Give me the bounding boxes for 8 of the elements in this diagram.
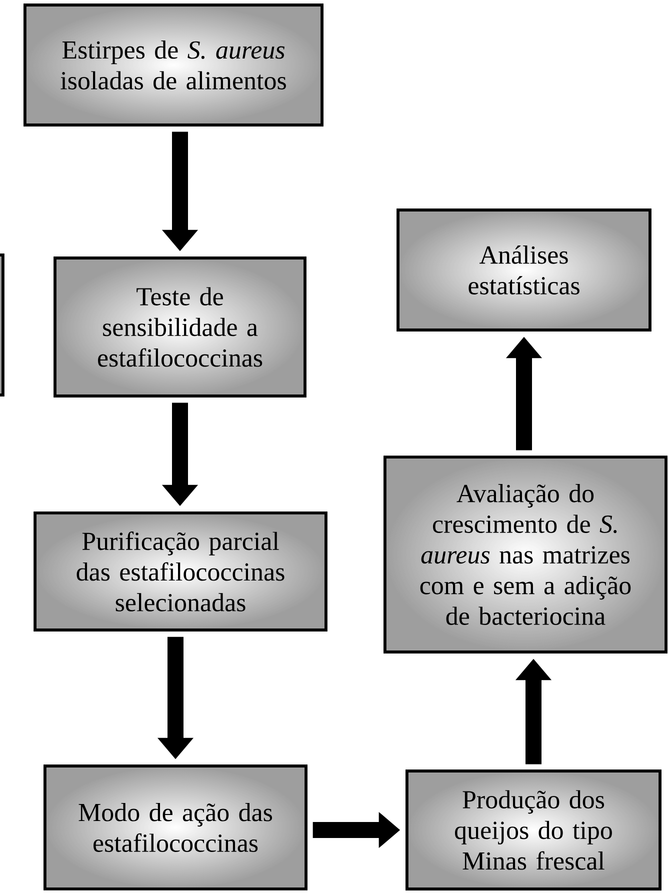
process-box: Teste de sensibilidade a estafilococcinas	[54, 256, 306, 398]
empty-box	[0, 254, 4, 396]
process-box: Avaliação do crescimento de S. aureus nas matrizes com e sem a adição de bacteriocina	[384, 456, 668, 654]
process-box: Produção dos queijos do tipo Minas frescal	[406, 770, 662, 890]
process-box: Estirpes de S. aureus isoladas de alimentos	[24, 4, 324, 126]
process-box: Purificação parcial das estafilococcinas selecionadas	[34, 512, 328, 632]
process-box: Modo de ação das estafilococcinas	[44, 764, 308, 890]
process-box: Análises estatísticas	[396, 208, 652, 332]
